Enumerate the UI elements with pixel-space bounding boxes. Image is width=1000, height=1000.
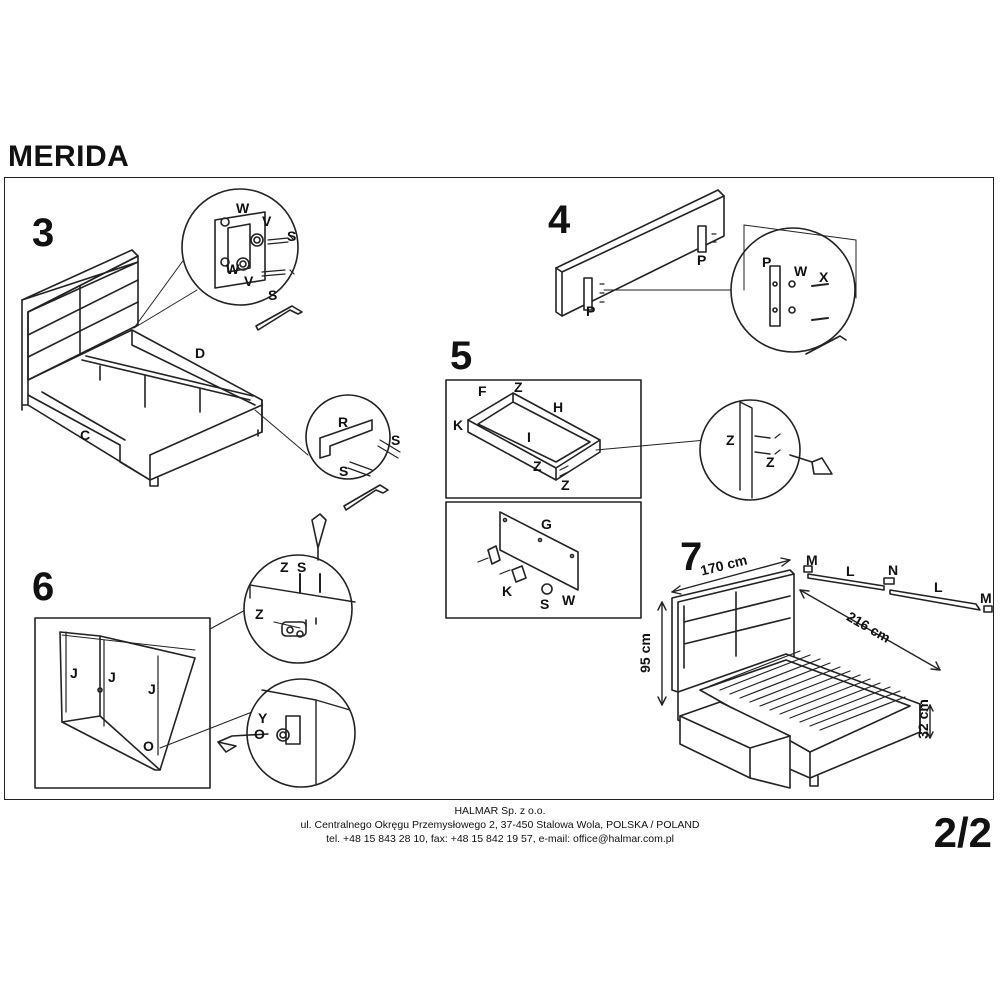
step-number-5: 5	[450, 334, 473, 378]
part-label-s: S	[339, 463, 349, 479]
part-label-s: S	[287, 228, 297, 244]
part-label-k: K	[453, 417, 464, 433]
footer-contact: tel. +48 15 843 28 10, fax: +48 15 842 1…	[326, 833, 674, 845]
step6-detail-screws	[243, 554, 356, 664]
step3-detail-bolts	[181, 188, 299, 306]
step7-bed	[657, 557, 941, 789]
part-label-w: W	[562, 592, 576, 608]
step3-bed-frame	[21, 249, 309, 487]
part-label-x: X	[819, 269, 829, 285]
part-label-y: Y	[258, 710, 268, 726]
part-label-h: H	[553, 399, 564, 415]
step5-detail-drawer	[699, 399, 801, 501]
part-label-z: Z	[561, 477, 570, 493]
part-label-f: F	[478, 383, 487, 399]
step-number-7: 7	[680, 535, 703, 579]
part-label-v: V	[244, 273, 254, 289]
part-label-z: Z	[280, 559, 289, 575]
step6-base	[34, 607, 253, 789]
part-label-c: C	[80, 427, 91, 443]
part-label-m: M	[980, 590, 992, 606]
part-label-v: V	[262, 213, 272, 229]
part-label-w: W	[794, 263, 808, 279]
part-label-o: O	[254, 726, 265, 742]
allen-key-icon	[343, 484, 389, 511]
step-number-3: 3	[32, 211, 55, 255]
step4-detail	[730, 224, 857, 355]
part-label-n: N	[888, 562, 899, 578]
dimension-height: 95 cm	[636, 633, 653, 673]
part-label-s: S	[297, 559, 307, 575]
part-label-w: W	[226, 261, 240, 277]
dimension-side-height: 32 cm	[914, 699, 931, 739]
screwdriver-icon	[789, 454, 833, 475]
product-title: MERIDA	[8, 140, 130, 173]
screwdriver-icon	[217, 733, 269, 753]
part-label-s: S	[540, 596, 550, 612]
part-label-p: P	[762, 254, 772, 270]
part-label-p: P	[697, 252, 707, 268]
part-label-w: W	[236, 200, 250, 216]
step6-detail-lock	[246, 678, 356, 788]
step-number-4: 4	[548, 198, 571, 242]
part-label-z: Z	[255, 606, 264, 622]
step7-slat-parts	[803, 565, 993, 613]
part-label-r: R	[338, 414, 349, 430]
part-label-z: Z	[766, 454, 775, 470]
part-label-m: M	[806, 552, 818, 568]
part-label-g: G	[541, 516, 552, 532]
allen-key-icon	[255, 305, 303, 331]
step5-front-panel	[445, 501, 642, 619]
page-number: 2/2	[933, 809, 992, 856]
part-label-o: O	[143, 738, 154, 754]
part-label-k: K	[502, 583, 513, 599]
step5-drawer-box	[445, 379, 707, 499]
part-label-s: S	[391, 432, 401, 448]
part-label-j: J	[108, 669, 116, 685]
step-number-6: 6	[32, 565, 55, 609]
part-label-z: Z	[726, 432, 735, 448]
part-label-d: D	[195, 345, 206, 361]
step3-detail-bracket	[305, 394, 401, 480]
screwdriver-icon	[311, 513, 327, 561]
footer-address: ul. Centralnego Okręgu Przemysłowego 2, …	[300, 819, 700, 831]
part-label-j: J	[70, 665, 78, 681]
part-label-p: P	[586, 303, 596, 319]
part-label-z: Z	[514, 379, 523, 395]
instruction-frame	[4, 177, 994, 800]
step4-panel	[555, 189, 733, 317]
part-label-z: Z	[533, 458, 542, 474]
footer-company: HALMAR Sp. z o.o.	[454, 805, 546, 817]
part-label-l: L	[934, 579, 943, 595]
part-label-j: J	[148, 681, 156, 697]
part-label-s: S	[268, 287, 278, 303]
part-label-l: L	[846, 563, 855, 579]
part-label-i: I	[527, 429, 531, 445]
